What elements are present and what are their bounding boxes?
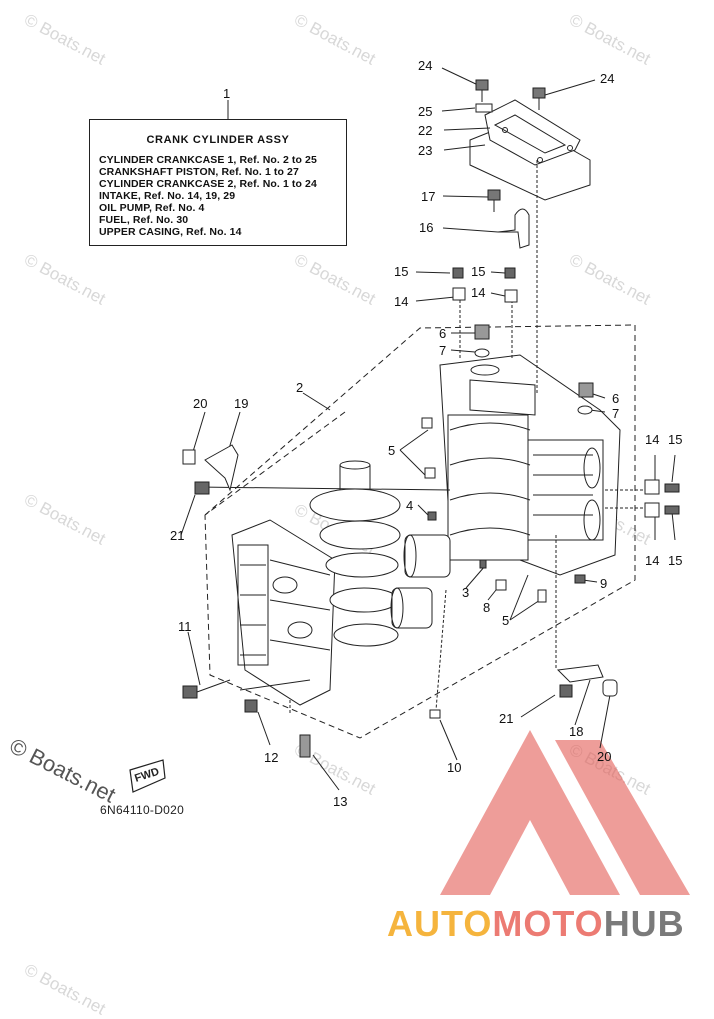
callout-number: 20 <box>597 749 611 764</box>
callout-number: 23 <box>418 143 432 158</box>
callout-number: 24 <box>600 71 614 86</box>
info-box-title: CRANK CYLINDER ASSY <box>146 134 290 146</box>
callout-number: 6 <box>439 326 446 341</box>
info-box-line: CRANKSHAFT PISTON, Ref. No. 1 to 27 <box>99 166 299 178</box>
parts-drawing: FWD 1 2 3 4 5 5 6 6 7 7 8 9 10 11 12 13 … <box>129 58 690 895</box>
callout-number: 17 <box>421 189 435 204</box>
callout-number: 7 <box>439 343 446 358</box>
info-box-line: INTAKE, Ref. No. 14, 19, 29 <box>99 190 236 202</box>
callout-number: 4 <box>406 498 413 513</box>
crankcase-2 <box>231 519 336 706</box>
diagram-canvas: © Boats.net © Boats.net © Boats.net © Bo… <box>6 10 690 1019</box>
brand-part: MOTO <box>492 903 604 944</box>
top-covers <box>469 99 591 395</box>
callout-number: 20 <box>193 396 207 411</box>
callout-number: 3 <box>462 585 469 600</box>
callout-number: 15 <box>394 264 408 279</box>
callout-number: 21 <box>499 711 513 726</box>
bracket <box>497 208 530 249</box>
assembly-info-box: CRANK CYLINDER ASSY CYLINDER CRANKCASE 1… <box>89 119 347 246</box>
callout-number: 18 <box>569 724 583 739</box>
info-box-line: UPPER CASING, Ref. No. 14 <box>99 226 242 238</box>
callout-number: 5 <box>502 613 509 628</box>
fwd-indicator: FWD <box>129 759 166 793</box>
callout-number: 6 <box>612 391 619 406</box>
callout-number: 16 <box>419 220 433 235</box>
brand-logo <box>440 730 690 895</box>
info-box-line: CYLINDER CRANKCASE 1, Ref. No. 2 to 25 <box>99 154 317 166</box>
callout-number: 1 <box>223 86 230 101</box>
callout-number: 9 <box>600 576 607 591</box>
callout-number: 14 <box>645 432 659 447</box>
brand-wordmark: AUTOMOTOHUB <box>387 903 685 945</box>
callout-number: 11 <box>178 619 192 634</box>
callout-number: 15 <box>471 264 485 279</box>
callout-number: 15 <box>668 432 682 447</box>
callout-number: 14 <box>471 285 485 300</box>
brand-part: HUB <box>603 903 685 944</box>
callout-number: 8 <box>483 600 490 615</box>
callout-number: 22 <box>418 123 432 138</box>
callout-number: 24 <box>418 58 432 73</box>
crankshaft-piston <box>309 460 451 647</box>
callout-number: 25 <box>418 104 432 119</box>
brand-part: AUTO <box>387 903 493 944</box>
callout-number: 13 <box>333 794 347 809</box>
callout-number: 5 <box>388 443 395 458</box>
callout-number: 7 <box>612 406 619 421</box>
info-box-line: CYLINDER CRANKCASE 2, Ref. No. 1 to 24 <box>99 178 317 190</box>
callout-number: 10 <box>447 760 461 775</box>
callout-number: 14 <box>394 294 408 309</box>
callout-number: 2 <box>296 380 303 395</box>
callout-number: 15 <box>668 553 682 568</box>
callout-number: 19 <box>234 396 248 411</box>
assembly-outline <box>204 324 636 739</box>
callout-number: 12 <box>264 750 278 765</box>
info-box-line: OIL PUMP, Ref. No. 4 <box>99 202 205 214</box>
info-box-line: FUEL, Ref. No. 30 <box>99 214 189 226</box>
callout-number: 21 <box>170 528 184 543</box>
hardware <box>182 79 680 758</box>
diagram-code: 6N64110-D020 <box>100 803 185 817</box>
callout-labels: 1 2 3 4 5 5 6 6 7 7 8 9 10 11 12 13 14 1… <box>170 58 682 809</box>
crankcase-1 <box>439 354 621 576</box>
callout-number: 14 <box>645 553 659 568</box>
